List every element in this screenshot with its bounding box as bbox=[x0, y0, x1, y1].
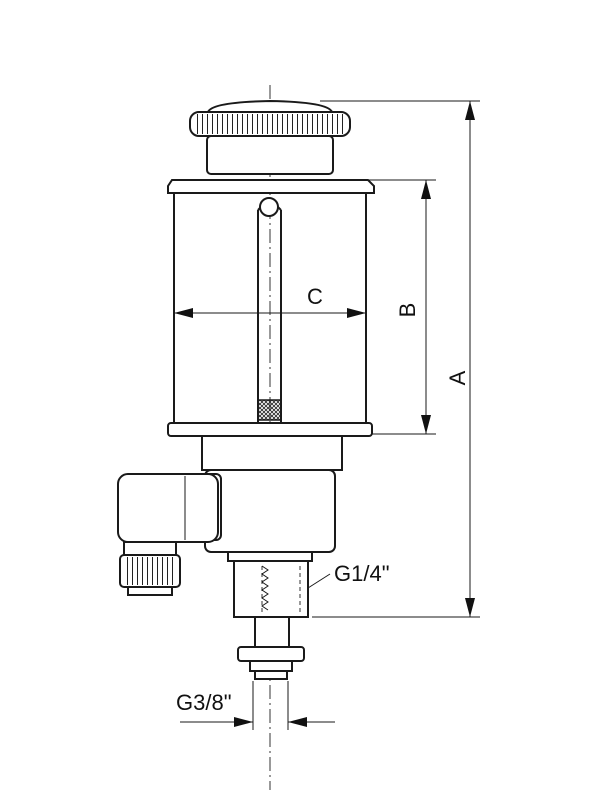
threaded-neck bbox=[233, 560, 309, 618]
bottom-flange bbox=[167, 422, 373, 437]
dimension-b-label: B bbox=[395, 303, 420, 318]
dimension-a bbox=[312, 100, 480, 618]
thread-upper-leader bbox=[307, 573, 331, 589]
reservoir-body bbox=[173, 193, 367, 423]
dimension-b bbox=[366, 179, 436, 435]
float-ball bbox=[259, 197, 279, 217]
dimension-c bbox=[174, 308, 366, 318]
electrical-connector bbox=[117, 473, 222, 596]
knurled-cap bbox=[189, 99, 351, 175]
sight-tube bbox=[257, 197, 282, 422]
dimension-a-label: A bbox=[445, 370, 470, 385]
outlet-spigot bbox=[237, 616, 305, 680]
filter-mesh bbox=[257, 399, 282, 421]
thread-lower-label: G3/8" bbox=[176, 690, 232, 715]
lower-housing bbox=[201, 435, 343, 562]
thread-upper-label: G1/4" bbox=[334, 561, 390, 586]
top-flange bbox=[167, 179, 375, 194]
dimension-c-label: C bbox=[307, 284, 323, 309]
dimension-g38 bbox=[180, 681, 335, 730]
